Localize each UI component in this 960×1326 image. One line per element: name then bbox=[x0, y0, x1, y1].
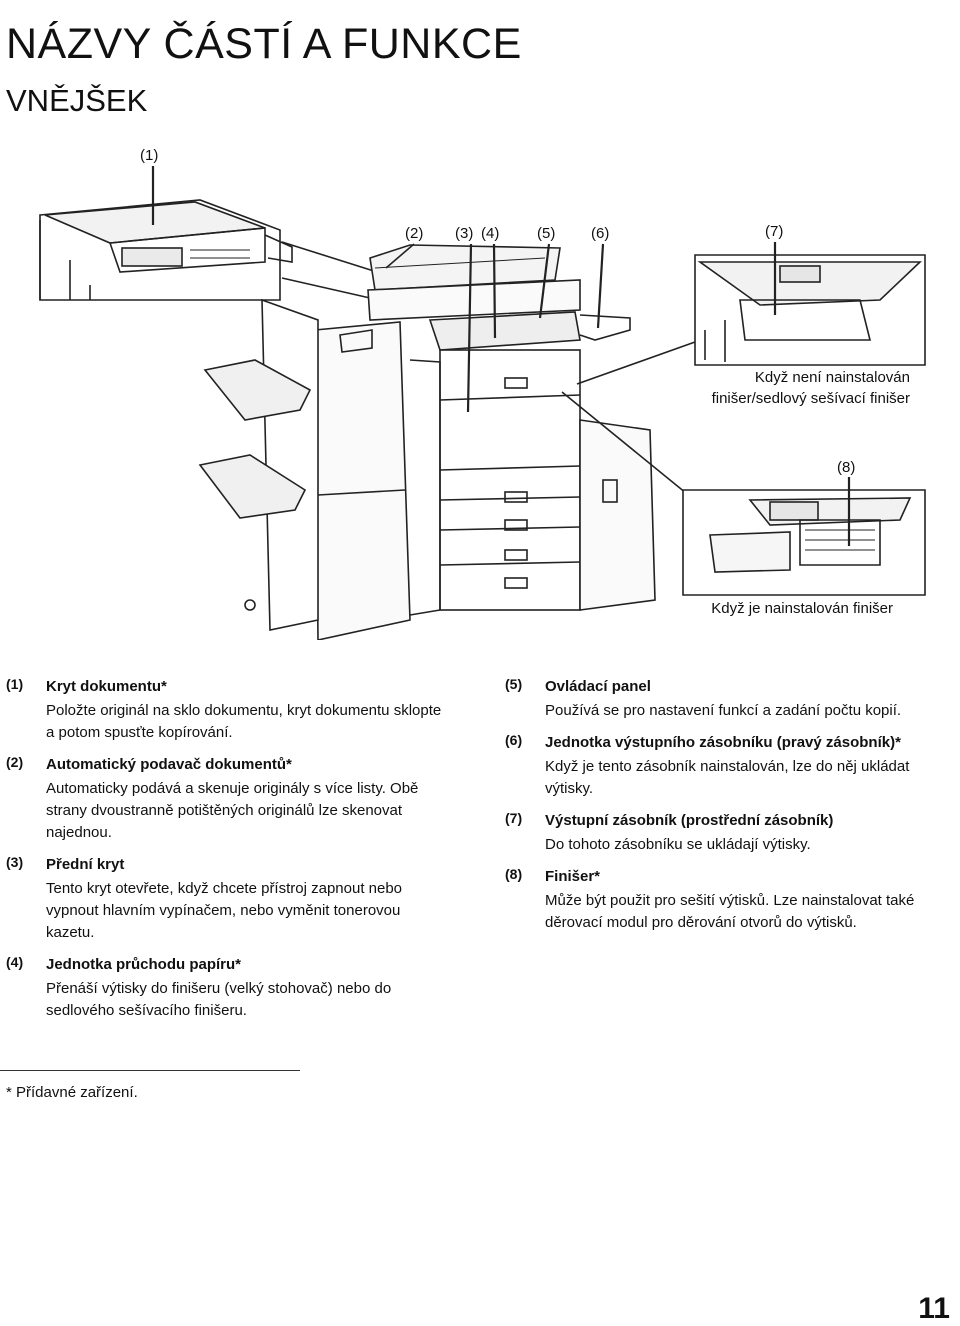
item-description: Automaticky podává a skenuje originály s… bbox=[46, 780, 419, 841]
callout-1: (1) bbox=[140, 147, 158, 164]
item-description: Může být použit pro sešití výtisků. Lze … bbox=[545, 892, 915, 931]
inset-document-cover bbox=[39, 199, 293, 301]
callout-8: (8) bbox=[837, 459, 855, 476]
item-description: Když je tento zásobník nainstalován, lze… bbox=[545, 758, 910, 797]
item-number: (4) bbox=[6, 954, 24, 970]
item-7: (7) Výstupní zásobník (prostřední zásobn… bbox=[505, 810, 950, 856]
caption-no-finisher: Když není nainstalován finišer/sedlový s… bbox=[711, 369, 910, 407]
callout-7: (7) bbox=[765, 223, 783, 240]
copier-diagram: (1) (2) (3) (4) (5) (6) (7) (8) bbox=[39, 147, 926, 640]
item-3: (3) Přední kryt Tento kryt otevřete, kdy… bbox=[6, 854, 446, 944]
callout-6: (6) bbox=[591, 225, 609, 242]
item-title: Výstupní zásobník (prostřední zásobník) bbox=[545, 812, 834, 829]
footnote: * Přídavné zařízení. bbox=[6, 1084, 138, 1101]
section-subtitle: VNĚJŠEK bbox=[6, 83, 148, 118]
item-title: Jednotka výstupního zásobníku (pravý zás… bbox=[545, 734, 901, 751]
item-description: Tento kryt otevřete, když chcete přístro… bbox=[46, 880, 403, 941]
item-8: (8) Finišer* Může být použit pro sešití … bbox=[505, 866, 950, 934]
item-6: (6) Jednotka výstupního zásobníku (pravý… bbox=[505, 732, 950, 800]
item-number: (1) bbox=[6, 676, 24, 692]
page-number: 11 bbox=[918, 1292, 950, 1325]
callout-2: (2) bbox=[405, 225, 423, 242]
items-left: (1) Kryt dokumentu* Položte originál na … bbox=[6, 676, 446, 1032]
callout-3: (3) bbox=[455, 225, 473, 242]
page-title: NÁZVY ČÁSTÍ A FUNKCE bbox=[6, 20, 522, 68]
callout-4: (4) bbox=[481, 225, 499, 242]
item-title: Jednotka průchodu papíru* bbox=[46, 956, 242, 973]
item-number: (6) bbox=[505, 732, 523, 748]
main-copier bbox=[198, 244, 656, 640]
items-right: (5) Ovládací panel Používá se pro nastav… bbox=[505, 676, 950, 944]
item-title: Kryt dokumentu* bbox=[46, 678, 167, 695]
item-title: Přední kryt bbox=[46, 856, 125, 873]
item-number: (5) bbox=[505, 676, 523, 692]
item-description: Přenáší výtisky do finišeru (velký stoho… bbox=[46, 980, 392, 1019]
item-1: (1) Kryt dokumentu* Položte originál na … bbox=[6, 676, 446, 744]
footnote-divider bbox=[0, 1070, 300, 1071]
inset-no-finisher bbox=[694, 254, 926, 366]
item-5: (5) Ovládací panel Používá se pro nastav… bbox=[505, 676, 950, 722]
item-description: Položte originál na sklo dokumentu, kryt… bbox=[46, 702, 442, 741]
inset-finisher bbox=[682, 489, 926, 596]
item-number: (2) bbox=[6, 754, 24, 770]
item-description: Do tohoto zásobníku se ukládají výtisky. bbox=[545, 836, 811, 853]
item-title: Finišer* bbox=[545, 868, 601, 885]
callout-5: (5) bbox=[537, 225, 555, 242]
caption-finisher: Když je nainstalován finišer bbox=[711, 600, 893, 617]
item-number: (7) bbox=[505, 810, 523, 826]
item-title: Ovládací panel bbox=[545, 678, 651, 695]
item-2: (2) Automatický podavač dokumentů* Autom… bbox=[6, 754, 446, 844]
item-title: Automatický podavač dokumentů* bbox=[46, 756, 292, 773]
item-4: (4) Jednotka průchodu papíru* Přenáší vý… bbox=[6, 954, 446, 1022]
item-description: Používá se pro nastavení funkcí a zadání… bbox=[545, 702, 902, 719]
item-number: (3) bbox=[6, 854, 24, 870]
item-number: (8) bbox=[505, 866, 523, 882]
